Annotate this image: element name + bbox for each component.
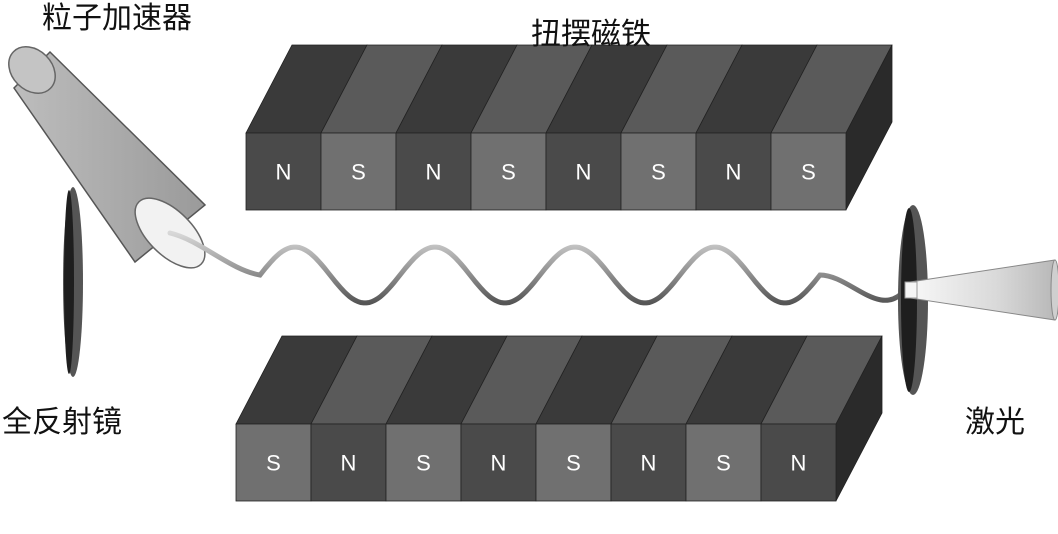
magnet-pole-N <box>695 132 772 211</box>
magnet-pole-label: S <box>501 160 516 185</box>
magnet-pole-S <box>535 423 612 502</box>
magnet-pole-S <box>470 132 547 211</box>
magnet-pole-label: S <box>566 451 581 476</box>
laser-beam-cone <box>904 259 1058 321</box>
magnet-pole-label: S <box>416 451 431 476</box>
magnet-pole-label: S <box>801 160 816 185</box>
electron-beam <box>167 230 908 306</box>
magnet-pole-N <box>310 423 387 502</box>
magnet-pole-N <box>545 132 622 211</box>
magnet-pole-N <box>610 423 687 502</box>
magnet-pole-N <box>395 132 472 211</box>
magnet-pole-N <box>245 132 322 211</box>
magnet-pole-N <box>460 423 537 502</box>
magnet-pole-label: N <box>726 160 742 185</box>
magnet-pole-N <box>760 423 837 502</box>
magnet-pole-S <box>235 423 312 502</box>
magnet-pole-label: S <box>651 160 666 185</box>
magnet-pole-label: N <box>276 160 292 185</box>
mirror-label: 全反射镜 <box>2 405 122 440</box>
magnet-pole-S <box>385 423 462 502</box>
magnet-pole-label: N <box>791 451 807 476</box>
wiggler-label: 扭摆磁铁 <box>531 17 651 52</box>
magnet-pole-label: N <box>491 451 507 476</box>
magnet-pole-S <box>620 132 697 211</box>
full-reflection-mirror <box>63 187 83 377</box>
magnet-pole-S <box>685 423 762 502</box>
magnet-pole-label: S <box>266 451 281 476</box>
accelerator-label: 粒子加速器 <box>42 1 192 36</box>
magnet-pole-label: N <box>426 160 442 185</box>
magnet-pole-label: N <box>341 451 357 476</box>
output-mirror <box>898 205 928 395</box>
laser-label: 激光 <box>965 405 1025 440</box>
magnet-pole-label: S <box>716 451 731 476</box>
magnet-pole-label: S <box>351 160 366 185</box>
magnet-pole-label: N <box>641 451 657 476</box>
magnet-pole-S <box>320 132 397 211</box>
magnet-pole-S <box>770 132 847 211</box>
particle-accelerator <box>8 46 207 269</box>
magnet-pole-label: N <box>576 160 592 185</box>
